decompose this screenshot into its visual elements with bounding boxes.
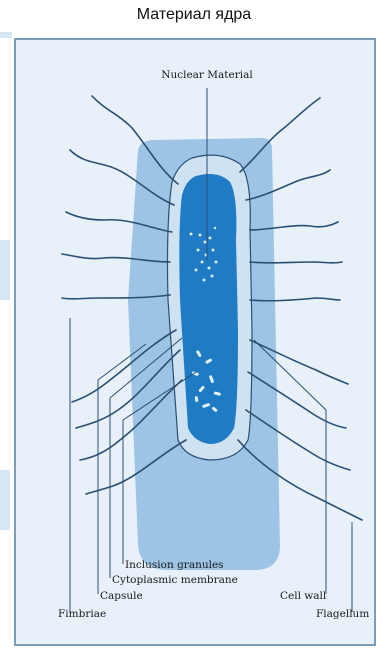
label-flagellum: Flagellum [316, 608, 369, 620]
label-inclusion-granules: Inclusion granules [125, 559, 224, 571]
label-fimbriae: Fimbriae [58, 608, 106, 620]
label-nuclear-material: Nuclear Material [161, 69, 253, 81]
label-capsule: Capsule [100, 590, 143, 602]
label-cytoplasmic-membrane: Cytoplasmic membrane [112, 574, 238, 586]
label-cell-wall: Cell wall [280, 590, 327, 602]
